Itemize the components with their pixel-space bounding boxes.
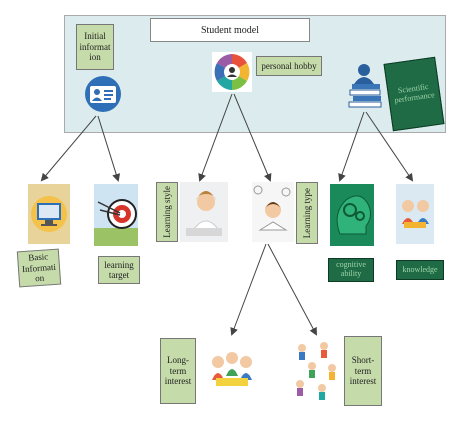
girl-studying-icon [180,182,228,242]
node-personal-hobby: personal hobby [256,56,322,76]
node-knowledge: knowledge [396,260,444,280]
brain-gears-icon [330,184,374,246]
learning-type-text: Learning type [301,187,312,239]
node-learning-style: Learning style [156,182,178,242]
node-short-term-interest: Short-term interest [344,336,382,406]
diagram-title: Student model [150,18,310,42]
user-card-icon [80,74,126,114]
hobby-wheel-icon [212,52,252,92]
learning-style-text: Learning style [161,186,172,238]
node-basic-information: Basic Informati on [16,248,62,288]
node-learning-target: learning target [98,256,140,284]
node-initial-information: Initial informat ion [76,24,114,70]
target-icon [94,184,138,246]
children-reading-icon [396,184,434,244]
student-reading-icon [252,182,294,242]
kids-activities-icon [292,338,340,404]
reading-books-icon [344,60,388,108]
kids-group-icon [206,346,258,394]
node-learning-type: Learning type [296,182,318,244]
node-scientific-performance: Scientific performance [383,56,445,132]
node-long-term-interest: Long-term interest [160,338,196,404]
computer-icon [28,184,70,244]
node-cognitive-ability: cognitive ability [328,258,374,282]
